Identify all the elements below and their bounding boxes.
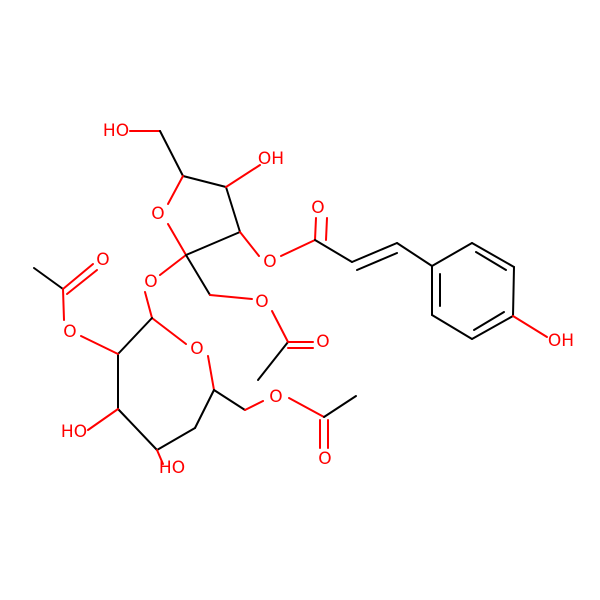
bond-line [194,389,215,429]
bond-line [80,335,119,355]
bond-line [144,291,153,319]
bond-line [351,242,398,263]
label-o-carbonyl-acetyl-top-left: O [96,250,109,270]
bond-line [471,315,514,340]
bond-line [244,400,264,411]
bond-line [151,317,187,345]
label-o-pyranose-ring: O [190,339,203,359]
label-o-ester-acetyl-mid: O [255,292,268,312]
bond-line [87,408,119,431]
bond-lines [33,130,548,465]
atom-labels: HO OH O O O O OH O O O O O O O HO HO [61,121,574,478]
label-o-glycosidic: O [144,272,157,292]
bond-line [473,311,505,331]
bond-line [156,449,164,465]
label-o-furanose-ring: O [151,204,164,224]
bond-line [182,175,227,188]
bond-line [207,355,215,391]
label-oh-furanose-c4: OH [258,149,284,169]
bond-line [288,397,325,418]
label-ho-pyranose-c4: HO [61,422,87,442]
bond-line [167,223,187,256]
label-oh-phenol: OH [548,331,574,351]
bond-line [213,389,246,411]
bond-line [471,242,515,268]
bond-line [314,239,353,263]
bond-line [431,314,473,340]
bond-line [512,266,515,317]
bond-line [257,341,289,381]
bond-line [431,242,473,267]
label-ho-pyranose-c3: HO [159,458,185,478]
bond-line [167,175,184,205]
bond-line [356,252,398,271]
bond-line [323,395,357,418]
bond-line [117,317,153,355]
bond-line [66,269,98,295]
label-o-ester-acetyl-left: O [63,322,76,342]
bond-line [33,267,64,290]
bond-line [156,427,196,451]
bond-line [185,231,241,256]
bond-line [159,254,187,276]
bond-line [225,186,241,233]
bond-line [239,231,260,257]
bond-line [225,164,261,188]
bond-line [314,217,317,241]
bond-line [159,130,184,177]
label-o-carbonyl-acetyl-bottom: O [318,449,331,469]
bond-line [396,242,433,267]
bond-line [209,294,253,300]
bond-line [512,315,548,338]
bond-line [62,288,65,321]
label-o-carbonyl-cinnamoyl: O [311,198,324,218]
label-o-carbonyl-acetyl-mid: O [316,332,329,352]
bond-line [325,217,328,241]
bond-line [62,263,94,290]
label-o-ester-cinnamoyl: O [263,252,276,272]
label-o-ester-acetyl-bottom: O [269,387,282,407]
bond-line [185,254,211,296]
label-ho-ch2-top: HO [103,121,129,141]
bond-line [117,408,158,451]
bond-line [475,251,507,271]
bond-line [271,310,289,343]
bond-line [280,239,316,257]
